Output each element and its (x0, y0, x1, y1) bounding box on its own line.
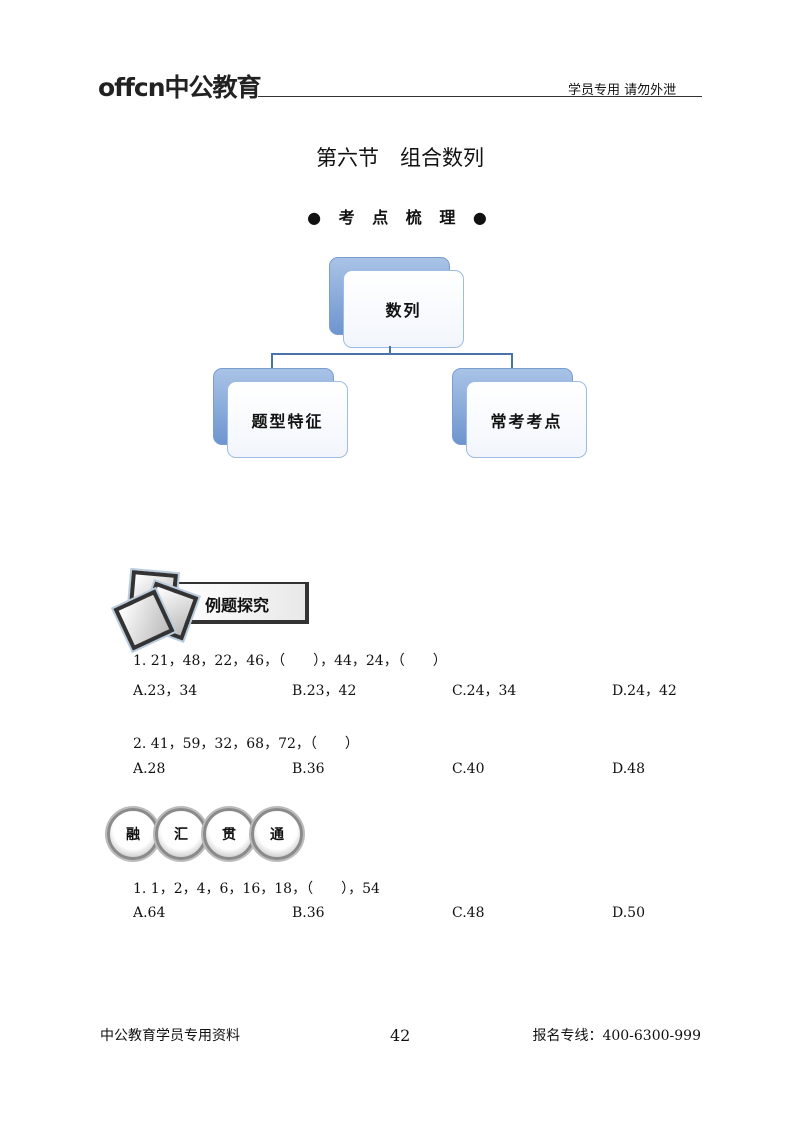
node-child: 常考考点 (466, 381, 587, 458)
option: B.23，42 (292, 683, 357, 699)
page-number: 42 (390, 1026, 411, 1045)
connector (271, 353, 513, 355)
question-stem: 1. 1，2，4，6，16，18，（ ），54 (133, 881, 380, 897)
option: B.36 (292, 905, 325, 921)
connector (389, 346, 391, 354)
banner-circle: 汇 (155, 808, 207, 860)
option: A.64 (133, 905, 166, 921)
question-stem: 1. 21，48，22，46，（ ），44，24，（ ） (133, 653, 447, 669)
connector (511, 353, 513, 369)
header-rule (258, 96, 702, 97)
option: C.48 (452, 905, 485, 921)
option: B.36 (292, 761, 325, 777)
option: A.28 (133, 761, 166, 777)
option: C.24，34 (452, 683, 517, 699)
banner-circle: 融 (107, 808, 159, 860)
option: A.23，34 (133, 683, 198, 699)
section-title: 第六节 组合数列 (316, 146, 484, 170)
subheading: ● 考 点 梳 理 ● (307, 208, 493, 227)
banner-circle: 贯 (203, 808, 255, 860)
connector (271, 353, 273, 369)
question-stem: 2. 41，59，32，68，72，（ ） (133, 736, 359, 752)
banner-circle: 通 (251, 808, 303, 860)
option: D.24，42 (612, 683, 677, 699)
node-child: 题型特征 (227, 381, 348, 458)
node-root: 数列 (343, 270, 464, 348)
header-notice: 学员专用 请勿外泄 (568, 83, 677, 98)
banner-label: 例题探究 (205, 596, 270, 615)
offcn-logo: offcn中公教育 (98, 73, 262, 102)
option: D.50 (612, 905, 645, 921)
option: D.48 (612, 761, 645, 777)
footer-left: 中公教育学员专用资料 (100, 1028, 240, 1044)
option: C.40 (452, 761, 485, 777)
footer-right: 报名专线：400-6300-999 (532, 1028, 701, 1044)
